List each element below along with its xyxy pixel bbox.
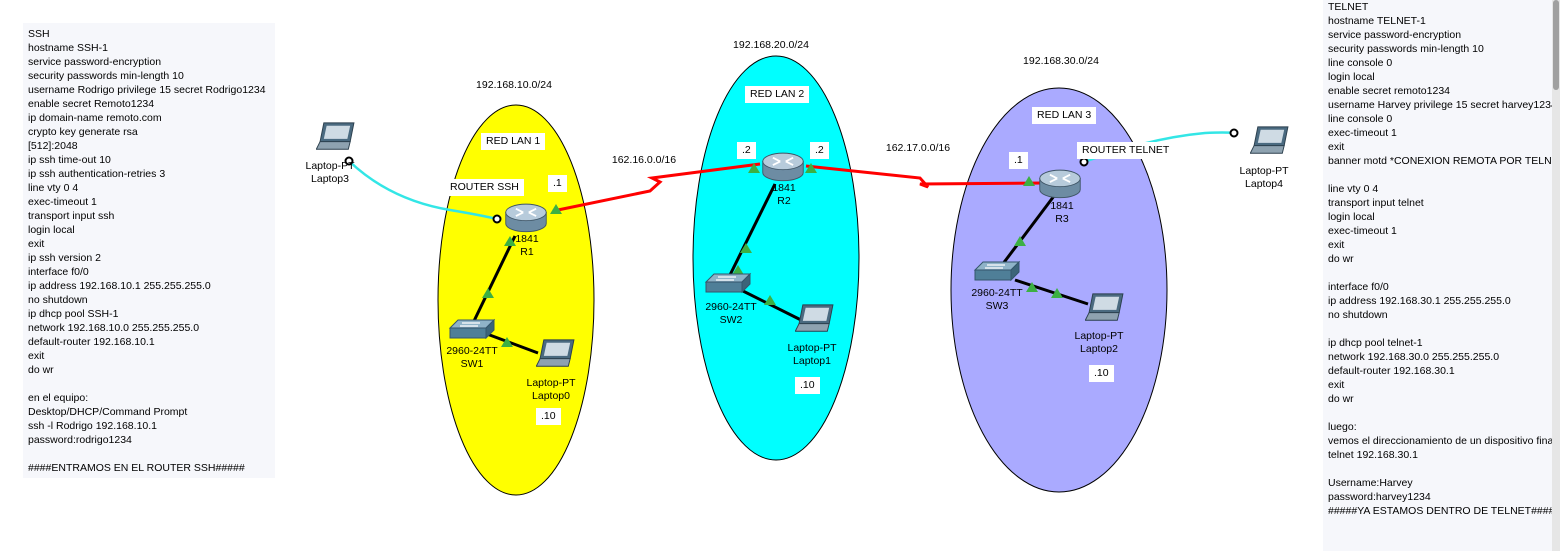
lan-link-r3-sw3 bbox=[994, 195, 1056, 274]
router-icon[interactable] bbox=[504, 203, 548, 233]
lan2-name: RED LAN 2 bbox=[745, 86, 810, 103]
switch-icon[interactable] bbox=[705, 273, 751, 293]
lan-link-r2-sw2 bbox=[725, 183, 777, 282]
gateway-r2-right: .2 bbox=[810, 142, 829, 159]
ssh-config-note: SSH hostname SSH-1 service password-encr… bbox=[23, 23, 275, 478]
link-light bbox=[1026, 282, 1038, 292]
console-port-laptop4 bbox=[1229, 128, 1239, 138]
link-light bbox=[1023, 176, 1035, 186]
console-port-laptop3 bbox=[344, 156, 354, 166]
subnet-label-lan2: 192.168.20.0/24 bbox=[733, 39, 809, 51]
lan-link-sw1-laptop0 bbox=[486, 332, 539, 355]
laptop-icon[interactable] bbox=[1250, 126, 1289, 154]
host-address-lan1: .10 bbox=[536, 408, 561, 425]
lan2-area bbox=[692, 55, 860, 461]
gateway-r2-left: .2 bbox=[737, 142, 756, 159]
lan-link-sw3-laptop2 bbox=[1014, 278, 1089, 306]
lan1-area bbox=[437, 104, 595, 496]
link-light bbox=[764, 295, 776, 305]
link-light bbox=[482, 288, 494, 298]
vertical-scrollbar[interactable] bbox=[1552, 0, 1560, 551]
router-ssh-label: ROUTER SSH bbox=[445, 179, 524, 196]
console-link-laptop3-r1 bbox=[348, 160, 498, 221]
link-light bbox=[740, 243, 752, 253]
telnet-config-note: TELNET hostname TELNET-1 service passwor… bbox=[1323, 0, 1552, 551]
console-port-r3 bbox=[1079, 157, 1089, 167]
wan-link-r2-r3 bbox=[805, 164, 1045, 189]
gateway-r3: .1 bbox=[1009, 152, 1028, 169]
lan3-name: RED LAN 3 bbox=[1032, 107, 1097, 124]
wan-label-r2-r3: 162.17.0.0/16 bbox=[885, 142, 951, 154]
wan-link-r1-r2 bbox=[552, 162, 761, 213]
scrollbar-thumb[interactable] bbox=[1553, 0, 1559, 90]
router-telnet-label: ROUTER TELNET bbox=[1077, 142, 1175, 159]
link-light bbox=[748, 163, 760, 173]
lan-link-r1-sw1 bbox=[472, 235, 517, 322]
console-port-r1 bbox=[492, 214, 502, 224]
link-light bbox=[1014, 236, 1026, 246]
subnet-label-lan3: 192.168.30.0/24 bbox=[1023, 55, 1099, 67]
laptop-icon[interactable] bbox=[316, 122, 355, 150]
lan3-area bbox=[950, 87, 1168, 493]
host-address-lan2: .10 bbox=[795, 377, 820, 394]
link-light bbox=[504, 236, 516, 246]
link-light bbox=[732, 265, 744, 275]
switch-icon[interactable] bbox=[449, 319, 495, 339]
wan-label-r1-r2: 162.16.0.0/16 bbox=[611, 154, 677, 166]
lan1-name: RED LAN 1 bbox=[481, 133, 546, 150]
gateway-r1: .1 bbox=[548, 175, 567, 192]
link-light bbox=[550, 204, 562, 214]
host-address-lan3: .10 bbox=[1089, 365, 1114, 382]
router-icon[interactable] bbox=[1038, 169, 1082, 199]
link-light bbox=[805, 163, 817, 173]
link-light bbox=[501, 337, 513, 347]
link-light bbox=[1051, 288, 1063, 298]
router-icon[interactable] bbox=[761, 152, 805, 182]
subnet-label-lan1: 192.168.10.0/24 bbox=[476, 79, 552, 91]
switch-icon[interactable] bbox=[974, 261, 1020, 281]
